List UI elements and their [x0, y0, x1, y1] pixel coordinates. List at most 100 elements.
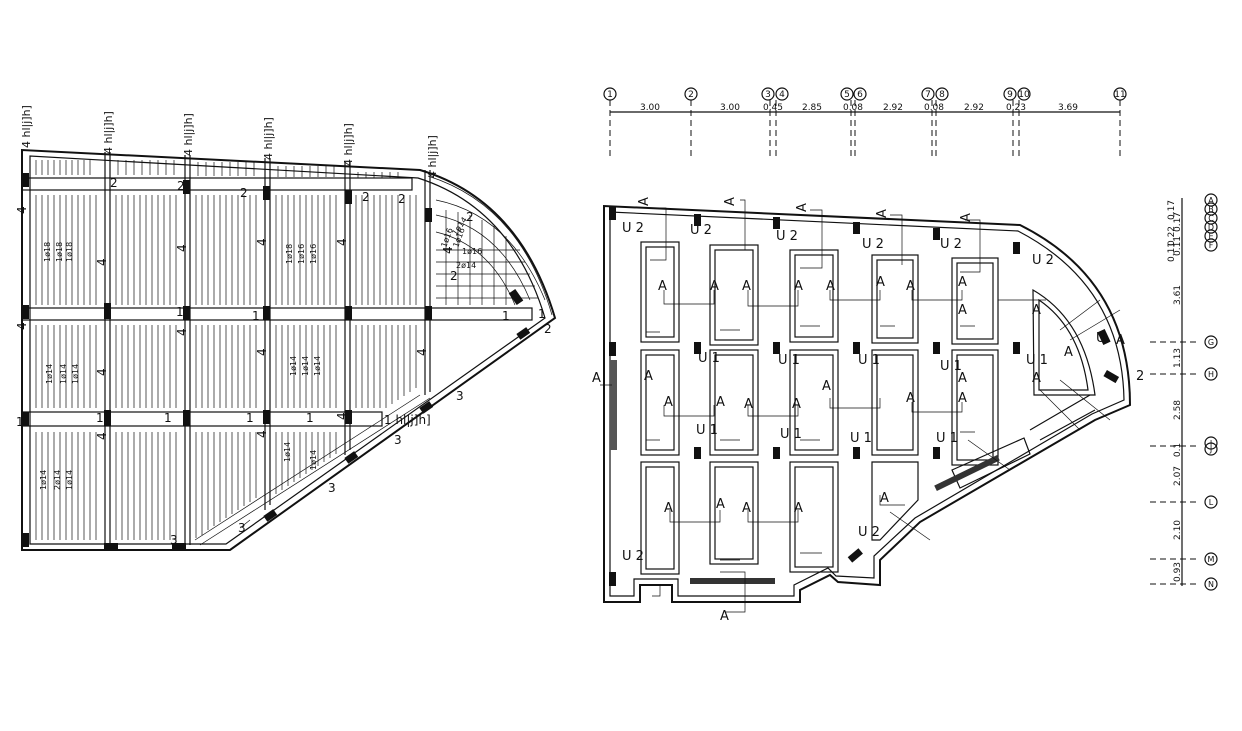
grid-label: A: [1208, 196, 1214, 205]
u-label: U 1: [940, 359, 962, 374]
beam-label: 4 hl|j]h]: [102, 111, 115, 154]
slab-mark: 3: [456, 389, 464, 403]
grid-dim: 3.00: [720, 103, 740, 113]
grid-bubbles-top: 1 2 3 4 5 6 7 8 9 10 11: [603, 87, 1127, 101]
slab-marks-2: 2 2 2 2 2 2 2 2: [110, 176, 552, 336]
slab-mark: 3: [170, 533, 178, 547]
u-label: U 2: [622, 549, 644, 564]
u-label: U 1: [778, 353, 800, 368]
grid-dim: 3.61: [1173, 285, 1183, 305]
beam-labels: 4 hl|j]h] 4 hl|j]h] 4 hl|j]h] 4 hl|j]h] …: [20, 105, 439, 178]
section-mark: A: [637, 197, 652, 206]
grid-dim: 0.17: [1167, 200, 1177, 220]
section-mark: A: [958, 371, 967, 386]
grid-dim: 2.92: [883, 103, 903, 113]
section-mark: A: [1032, 303, 1041, 318]
slab-mark: 2: [240, 186, 248, 200]
section-mark: A: [592, 371, 601, 386]
rebar-label: 1ø14: [283, 442, 292, 462]
slab-mark: 2: [177, 179, 185, 193]
slab-mark: 4: [95, 258, 109, 266]
grid-label: 3: [765, 90, 771, 100]
slab-marks-4: 4 4 4 4 4 4 4 4 4 4 4 4 4 4: [15, 206, 455, 440]
grid-dim: 0.11: [1173, 236, 1183, 256]
grid-label: H: [1208, 370, 1214, 379]
section-mark: A: [723, 197, 738, 206]
slab-mark: 3: [238, 521, 246, 535]
grid-label: 6: [857, 90, 863, 100]
one-beam-label: 1 hl|j]h]: [384, 413, 431, 427]
u-label: U 1: [696, 423, 718, 438]
grid-label: G: [1208, 338, 1214, 347]
slab-mark: 4: [175, 244, 189, 252]
grid-label: 5: [844, 90, 850, 100]
section-mark: A: [658, 279, 667, 294]
section-mark: A: [876, 275, 885, 290]
slab-mark: 4: [255, 238, 269, 246]
u-labels: U 2 U 2 U 2 U 2 U 2 U 2 U 1 U 1 U 1 U 1 …: [622, 221, 1144, 564]
section-mark: A: [792, 397, 801, 412]
slab-mark: 4: [175, 328, 189, 336]
slab-mark: 1: [96, 411, 104, 425]
rebar-label: 1ø14: [289, 356, 298, 376]
rebar-label: 1ø14: [71, 364, 80, 384]
slab-mark: 4: [335, 238, 349, 246]
rebar-label: 1ø18: [55, 242, 64, 262]
grid-dim: 2.10: [1173, 520, 1183, 540]
slab-mark: 3: [394, 433, 402, 447]
section-mark: A: [906, 391, 915, 406]
section-mark: A: [742, 501, 751, 516]
section-mark: A: [664, 501, 673, 516]
grid-label: 7: [925, 90, 931, 100]
grid-label: N: [1208, 580, 1214, 589]
slab-mark: 4: [255, 430, 269, 438]
grid-dim: 0.17: [1173, 212, 1183, 232]
slab-mark: 2: [544, 322, 552, 336]
grid-dim: 0.08: [924, 103, 944, 113]
slab-marks-1: 1 1 1 1 1 1 1 1 1 1 1 1: [16, 305, 546, 429]
rebar-label: 1ø16: [462, 247, 482, 256]
grid-dim: 0.45: [763, 103, 783, 113]
rebar-label: 2ø14: [456, 261, 476, 270]
slab-mark: 4: [255, 348, 269, 356]
rebar-label: 1ø14: [59, 364, 68, 384]
section-mark: A: [875, 209, 890, 218]
right-floor-plan: 1 2 3 4 5 6 7 8 9 10 11 3.00 3.00 0.45 2…: [592, 87, 1218, 624]
grid-dim: 0.23: [1006, 103, 1026, 113]
grid-label: B: [1208, 205, 1214, 214]
grid-dim: 2.92: [964, 103, 984, 113]
rebar-label: 1ø16: [297, 244, 306, 264]
slab-mark: 4: [95, 368, 109, 376]
slab-mark: 1: [306, 411, 314, 425]
grid-dim: 2.07: [1173, 466, 1183, 486]
u-label: U 1: [936, 431, 958, 446]
section-mark: A: [644, 369, 653, 384]
slab-mark: 1: [246, 411, 254, 425]
grid-dim: 0.1: [1173, 443, 1183, 457]
rebar-label: 1ø18: [43, 242, 52, 262]
grid-dims-top: 3.00 3.00 0.45 2.85 0.08 2.92 0.08 2.92 …: [640, 103, 1078, 113]
slab-marks-3: 3 3 3 3 3: [170, 389, 464, 547]
section-mark: A: [742, 279, 751, 294]
section-mark: A: [906, 279, 915, 294]
grid-label: M: [1208, 555, 1215, 564]
rebar-label: 1ø14: [313, 356, 322, 376]
grid-dim: 3.00: [640, 103, 660, 113]
rebar-label: 2ø14: [53, 470, 62, 490]
beam-label: 4 hl|j]h]: [20, 105, 33, 148]
slab-mark: 1: [176, 305, 184, 319]
grid-dim: 3.69: [1058, 103, 1078, 113]
grid-label: 8: [939, 90, 945, 100]
section-mark: A: [716, 395, 725, 410]
rebar-label: 1ø14: [450, 215, 469, 237]
section-mark: A: [710, 279, 719, 294]
grid-dim: 0.22: [1167, 226, 1177, 246]
grid-label: L: [1209, 498, 1214, 507]
grid-label: J: [1209, 445, 1212, 454]
section-mark: A: [1064, 345, 1073, 360]
grid-label: 9: [1007, 90, 1013, 100]
grid-label: 1: [607, 90, 613, 100]
grid-dim: 2.85: [802, 103, 822, 113]
section-mark: A: [794, 279, 803, 294]
beam-label: 4 hl|j]h]: [262, 117, 275, 160]
